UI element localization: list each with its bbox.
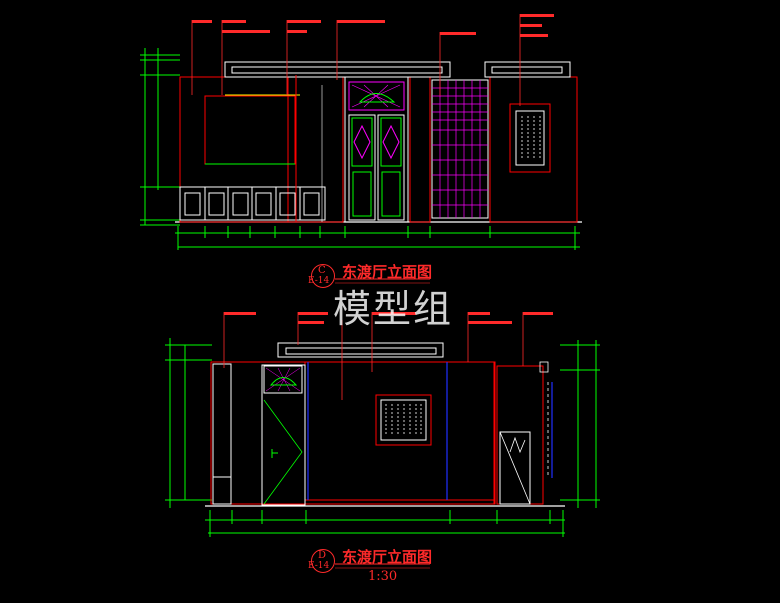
calligraphy-frame-d <box>375 394 432 446</box>
drawing-scale: 1:30 <box>368 569 398 584</box>
badge-reference: E-14 <box>308 561 330 571</box>
badge-letter: C <box>318 265 326 276</box>
tall-cabinet-d <box>212 363 232 505</box>
left-dimension-lines-d <box>165 338 212 508</box>
annotation-text-c <box>192 14 554 37</box>
annotation-text-d <box>224 312 553 324</box>
lattice-door-c <box>344 76 409 223</box>
side-cabinet-d <box>496 361 549 505</box>
badge-letter: D <box>318 550 327 561</box>
elevation-title-d: 东渡厅立面图 <box>342 548 433 566</box>
door-d <box>261 364 306 506</box>
right-dimension-lines-d <box>560 340 600 508</box>
annotation-leaders-d <box>223 312 524 400</box>
elevation-c <box>140 14 582 250</box>
lattice-screen-c <box>431 79 489 219</box>
low-cabinet-c <box>179 186 326 221</box>
section-badge-d: D E-14 <box>308 549 335 573</box>
section-badge-c: C E-14 <box>308 264 335 288</box>
bottom-dimension-lines-c <box>175 226 580 250</box>
left-dimension-lines-c <box>140 48 180 226</box>
calligraphy-frame-c <box>509 103 551 173</box>
elevation-d <box>165 312 600 537</box>
bottom-dimension-lines-d <box>205 510 565 537</box>
watermark-text: 模型组 <box>333 287 454 331</box>
elevation-title-c: 东渡厅立面图 <box>342 263 433 281</box>
badge-reference: E-14 <box>308 276 330 286</box>
